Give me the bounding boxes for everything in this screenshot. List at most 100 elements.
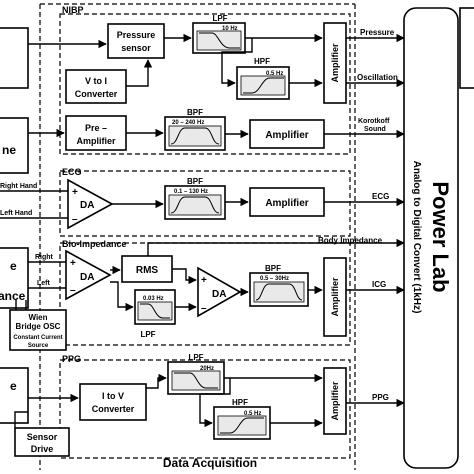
sensor-block-3 <box>0 247 29 309</box>
bpf-ecg-response-plot <box>168 194 222 216</box>
bpf-korotkoff-curve <box>170 127 220 145</box>
ppg-output-label: PPG <box>372 393 389 402</box>
hpf-nibp-title: HPF <box>254 57 270 66</box>
lpf-bio-freq: 0.03 Hz <box>143 296 164 302</box>
rms-to-da-wire <box>172 268 197 285</box>
ecg-output-label: ECG <box>372 192 389 201</box>
sensor-block-2-label: ne <box>2 143 16 157</box>
v-to-i-label-2: Converter <box>75 89 118 99</box>
i-to-v-converter-block <box>79 383 147 421</box>
pressure-sensor-label-2: sensor <box>121 43 151 53</box>
korotkoff-amplifier-label: Amplifier <box>265 130 308 141</box>
lpf-bio-curve <box>140 303 170 319</box>
right-edge-block <box>459 7 474 89</box>
bpf-ecg-curve <box>170 196 220 214</box>
bio-da-plus: + <box>70 258 76 269</box>
hpf-nibp-curve <box>243 77 284 94</box>
nibp-amplifier-block <box>323 22 347 104</box>
sensor-block-3-label-top: e <box>10 259 17 273</box>
bio-second-da-label: DA <box>212 289 226 300</box>
ecg-amplifier-block <box>249 187 325 217</box>
sensor-block-4-label: e <box>10 379 17 393</box>
lpf-nibp-title: LPF <box>212 14 227 23</box>
sensor-block-3-label-bottom: ance <box>0 289 26 303</box>
right-hand-label: Right Hand <box>0 183 37 190</box>
wien-label-1: Wien <box>28 313 47 322</box>
nibp-title: NIBP <box>62 5 84 15</box>
pressure-sensor-block <box>107 23 165 59</box>
bio-da-minus: – <box>70 285 76 296</box>
wien-bridge-osc-block <box>9 309 67 351</box>
sensor-block-4 <box>0 367 29 424</box>
bpf-bio-title: BPF <box>265 264 281 273</box>
bpf-ecg-freq: 0.1 – 130 Hz <box>174 189 208 195</box>
bio-impedance-title: Bio-Impedance <box>62 239 127 249</box>
bpf-korotkoff-title: BPF <box>187 108 203 117</box>
bio-amplifier-label: Amplifier <box>330 277 340 317</box>
data-acquisition-title: Data Acquisition <box>163 456 257 470</box>
ppg-section <box>59 359 351 459</box>
lpf-ppg-freq: 20Hz <box>200 366 214 372</box>
pre-amplifier-label-2: Amplifier <box>76 136 116 146</box>
lpf-ppg-response-plot <box>171 370 221 391</box>
icg-output-label: ICG <box>372 280 386 289</box>
data-acquisition-boundary <box>39 3 356 470</box>
i-to-v-label-2: Converter <box>92 404 135 414</box>
hpf-ppg-freq: 0.5 Hz <box>244 411 261 417</box>
constant-current-label-2: Source <box>28 343 49 349</box>
ecg-section-title: ECG <box>62 167 82 177</box>
nibp-section <box>59 13 351 155</box>
bio-amplifier-block <box>323 257 347 337</box>
rms-label: RMS <box>136 265 159 276</box>
hpf-ppg-curve <box>220 417 264 434</box>
ppg-amplifier-label: Amplifier <box>330 381 340 421</box>
bio-second-da-minus: – <box>201 303 207 314</box>
hpf-nibp-response-plot <box>240 75 286 96</box>
ppg-title: PPG <box>62 354 81 364</box>
bio-da-label: DA <box>80 272 94 283</box>
body-impedance-label: Body Impedance <box>318 236 383 245</box>
oscillation-output-label: Oscillation <box>357 73 398 82</box>
hpf-ppg-title: HPF <box>232 398 248 407</box>
bpf-ecg-title: BPF <box>187 177 203 186</box>
lpf-nibp-curve <box>199 32 240 49</box>
nibp-amplifier-label: Amplifier <box>330 43 340 83</box>
sensor-drive-block <box>14 427 70 457</box>
power-lab-title: Power Lab <box>428 181 453 292</box>
ecg-da-minus: – <box>72 214 78 225</box>
body-impedance-wire <box>147 238 405 256</box>
bpf-bio-curve <box>255 283 303 301</box>
wien-label-2: Bridge OSC <box>16 322 61 331</box>
power-lab-block <box>403 7 459 469</box>
constant-current-label-1: Constant Current <box>13 335 62 341</box>
sensor-drive-wire <box>14 411 28 428</box>
ecg-da-plus: + <box>72 187 78 198</box>
bpf-bio-response-plot <box>253 281 305 303</box>
bpf-korotkoff-freq: 20 – 240 Hz <box>172 120 204 126</box>
korotkoff-label-2: Sound <box>364 126 386 133</box>
hpf-nibp-freq: 0.5 Hz <box>266 71 283 77</box>
left-electrode-label: Left <box>37 280 51 287</box>
lpf-to-hpf-wire <box>221 38 253 88</box>
i-to-v-to-lpf-wire <box>146 373 167 389</box>
right-electrode-label: Right <box>35 254 54 261</box>
wien-output-wires <box>15 300 27 310</box>
sensor-drive-label-1: Sensor <box>27 432 58 442</box>
sensor-block-1 <box>0 27 29 89</box>
bio-second-da-plus: + <box>201 275 207 286</box>
v-to-i-to-sensor-wire <box>126 59 153 87</box>
lpf-nibp-freq: 10 Hz <box>222 26 238 32</box>
left-hand-label: Left Hand <box>0 210 32 217</box>
ppg-amplifier-block <box>323 367 347 435</box>
hpf-ppg-response-plot <box>217 415 267 436</box>
ecg-da-label: DA <box>80 200 94 211</box>
ecg-da-amplifier <box>67 178 114 230</box>
korotkoff-label-1: Korotkoff <box>358 118 390 125</box>
bio-da-to-lpf-wire <box>110 281 134 312</box>
pre-amplifier-label-1: Pre – <box>85 123 107 133</box>
sensor-block-2 <box>0 117 29 174</box>
i-to-v-label-1: I to V <box>102 391 124 401</box>
bpf-korotkoff-response-plot <box>168 125 222 147</box>
pressure-sensor-label-1: Pressure <box>117 30 156 40</box>
